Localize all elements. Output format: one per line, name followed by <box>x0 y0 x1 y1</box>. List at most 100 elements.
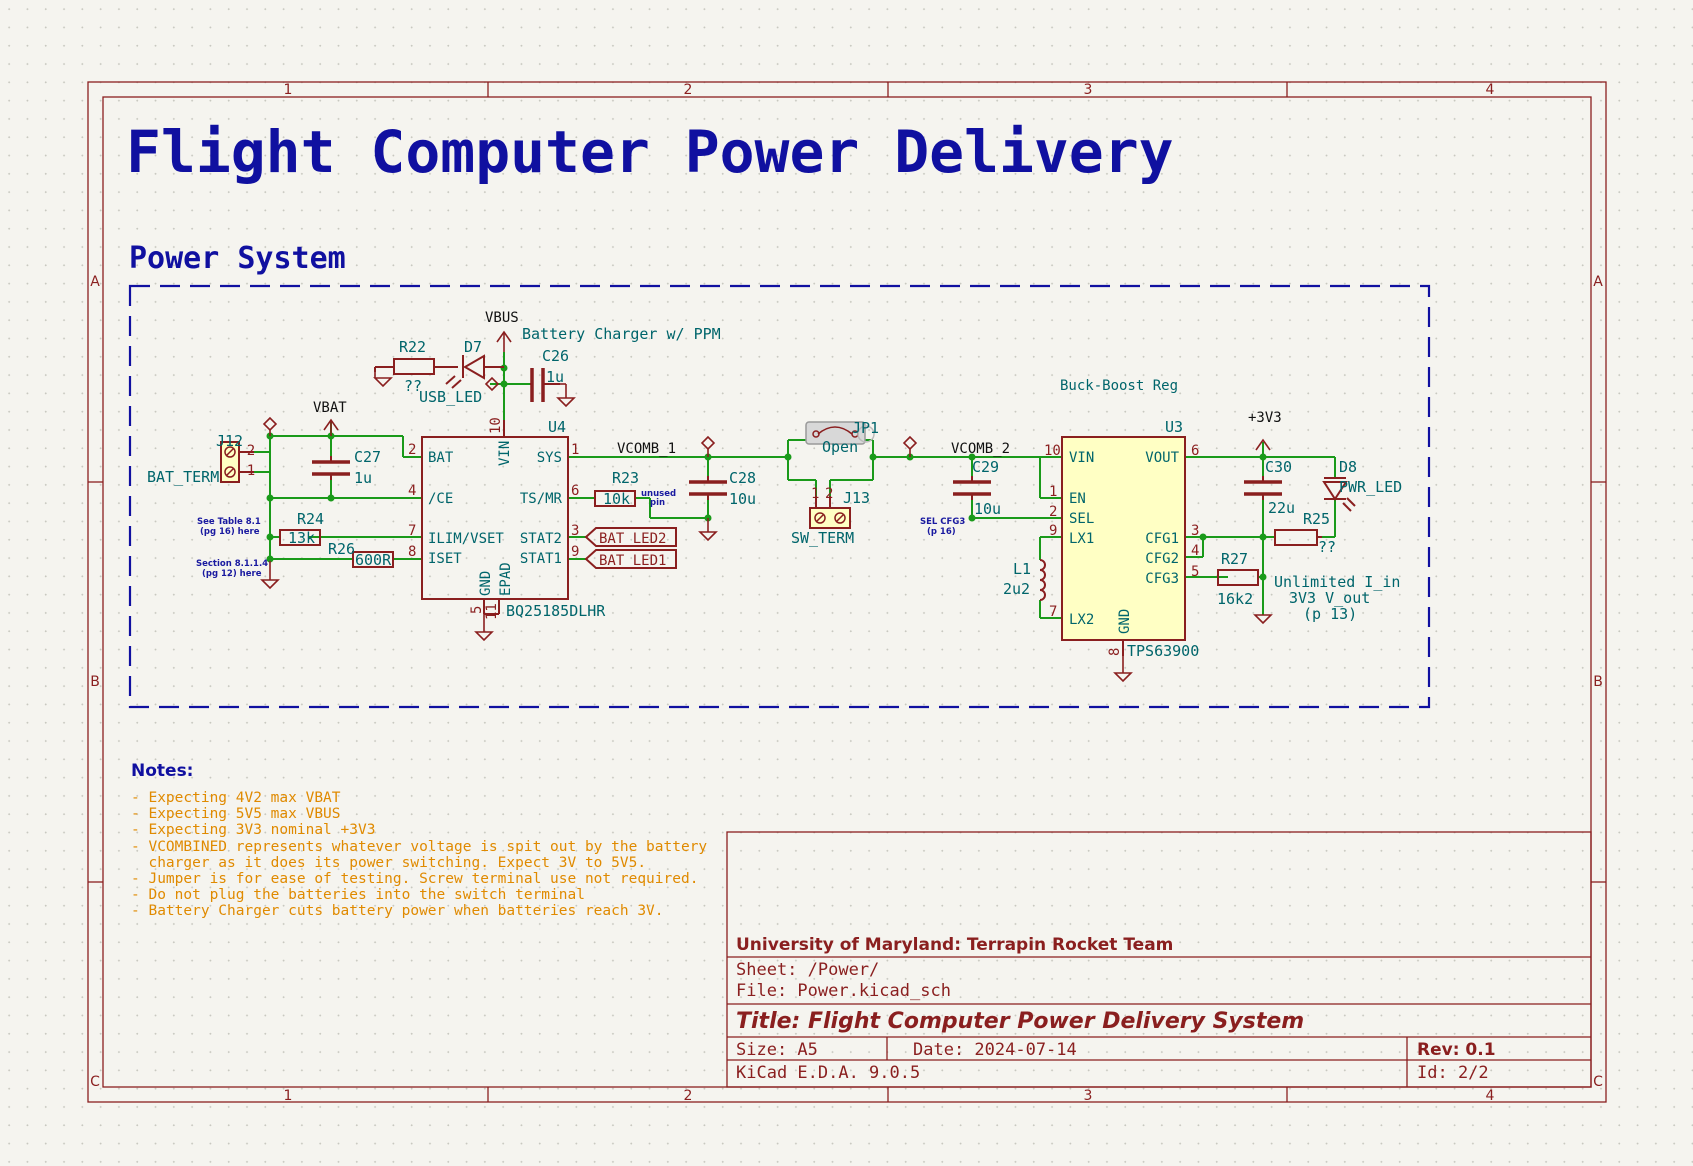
u3-pin-num-en: 1 <box>1049 484 1057 500</box>
r23-resistor <box>594 490 636 507</box>
u4-pin-iset: ISET <box>428 551 462 567</box>
u4-chip <box>421 420 569 615</box>
section-note-2: (pg 12) here <box>202 569 262 579</box>
unlimited-note-1: Unlimited I_in <box>1274 573 1400 591</box>
l1-ref: L1 <box>1013 560 1031 578</box>
u4-pin-num-ce: 4 <box>408 483 416 499</box>
vcomb2-net-label: VCOMB_2 <box>951 441 1010 457</box>
unlimited-note-2: 3V3 V_out <box>1289 589 1370 607</box>
vcomb1-net-label: VCOMB_1 <box>617 441 676 457</box>
r25-resistor <box>1274 529 1322 546</box>
j12-connector: 2 1 <box>220 441 255 483</box>
u4-pin-stat2: STAT2 <box>520 531 562 547</box>
r26-resistor <box>352 551 394 568</box>
u3-pin-num-lx2: 7 <box>1049 604 1057 620</box>
u4-pin-num-stat2: 3 <box>571 523 579 539</box>
u3-pin-sel: SEL <box>1069 511 1094 527</box>
u4-pin-bat: BAT <box>428 450 454 466</box>
c30-capacitor <box>1244 476 1282 500</box>
title-block-sheet: Sheet: /Power/ <box>736 960 879 980</box>
charger-label: Battery Charger w/ PPM <box>522 325 721 343</box>
c29-capacitor <box>953 476 991 500</box>
u4-ref: U4 <box>548 418 566 436</box>
r26-ref: R26 <box>328 540 355 558</box>
note-line-5: charger as it does its power switching. … <box>131 855 646 871</box>
title-block-rev: Rev: 0.1 <box>1417 1040 1496 1060</box>
grid-row-c-left: C <box>90 1074 100 1090</box>
c26-value: 1u <box>546 368 564 386</box>
u3-pin-num-cfg1: 3 <box>1191 523 1199 539</box>
c30-ref: C30 <box>1265 458 1292 476</box>
u4-pin-ce: /CE <box>428 491 453 507</box>
u3-pin-vout: VOUT <box>1145 450 1179 466</box>
u4-pin-num-stat1: 9 <box>571 544 579 560</box>
r27-ref: R27 <box>1221 550 1248 568</box>
r22-ref: R22 <box>399 338 426 356</box>
u3-pin-num-lx1: 9 <box>1049 523 1057 539</box>
note-line-7: - Do not plug the batteries into the swi… <box>131 887 585 903</box>
u4-pin-vin: VIN <box>497 441 513 466</box>
c26-ref: C26 <box>542 347 569 365</box>
u3-pin-num-vin: 10 <box>1044 443 1061 459</box>
bat-led-labels <box>584 527 677 569</box>
l1-inductor <box>1039 559 1046 601</box>
u3-pin-lx2: LX2 <box>1069 612 1094 628</box>
u4-pin-sys: SYS <box>537 450 562 466</box>
title-block-size: Size: A5 <box>736 1040 818 1060</box>
j13-pin-2: 2 <box>825 486 833 502</box>
u4-pin-num-gnd: 5 <box>469 606 485 614</box>
jp1-value: Open <box>822 438 858 456</box>
grid-col-2-bottom: 2 <box>684 1088 693 1104</box>
u3-pin-num-gnd: 8 <box>1107 648 1123 656</box>
grid-row-c-right: C <box>1593 1074 1603 1090</box>
d7-value: USB_LED <box>419 388 482 406</box>
page-title: Flight Computer Power Delivery <box>126 118 1174 186</box>
c28-ref: C28 <box>729 469 756 487</box>
u3-value: TPS63900 <box>1127 642 1199 660</box>
c29-ref: C29 <box>972 458 999 476</box>
see-table-note-2: (pg 16) here <box>200 527 260 537</box>
c27-capacitor <box>312 456 350 480</box>
u3-pin-cfg1: CFG1 <box>1145 531 1179 547</box>
grid-col-2-top: 2 <box>684 82 693 98</box>
j13-ref: J13 <box>843 489 870 507</box>
c27-ref: C27 <box>354 448 381 466</box>
u4-pin-num-ilim: 7 <box>408 523 416 539</box>
u3-pin-cfg2: CFG2 <box>1145 551 1179 567</box>
grid-row-b-right: B <box>1593 674 1603 690</box>
title-block <box>726 831 1592 1088</box>
r24-value: 13k <box>288 529 315 547</box>
u3-ref: U3 <box>1165 418 1183 436</box>
note-line-4: - VCOMBINED represents whatever voltage … <box>131 839 707 855</box>
r23-value: 10k <box>603 490 630 508</box>
u3-pin-vin: VIN <box>1069 450 1094 466</box>
sel-cfg-note-2: (p 16) <box>927 527 956 537</box>
vbat-net-label: VBAT <box>313 400 347 416</box>
jp1-jumper <box>805 421 875 445</box>
r25-ref: R25 <box>1303 510 1330 528</box>
j12-value: BAT_TERM <box>147 468 219 486</box>
see-table-note-1: See Table 8.1 <box>197 517 261 527</box>
power-symbols <box>260 330 1273 683</box>
note-line-8: - Battery Charger cuts battery power whe… <box>131 903 664 919</box>
u3-pin-num-vout: 6 <box>1191 443 1199 459</box>
d8-led <box>1322 477 1356 512</box>
vbus-net-label: VBUS <box>485 310 519 326</box>
u4-pin-ilim: ILIM/VSET <box>428 531 504 547</box>
l1-value: 2u2 <box>1003 580 1030 598</box>
u3-pin-lx1: LX1 <box>1069 531 1094 547</box>
u4-pin-num-tsmr: 6 <box>571 483 579 499</box>
c28-value: 10u <box>729 490 756 508</box>
grid-col-1-bottom: 1 <box>284 1088 293 1104</box>
c27-value: 1u <box>354 469 372 487</box>
j13-pin-1: 1 <box>811 486 819 502</box>
jp1-ref: JP1 <box>852 419 879 437</box>
r22-value: ?? <box>404 377 422 395</box>
note-line-6: - Jumper is for ease of testing. Screw t… <box>131 871 698 887</box>
title-block-id: Id: 2/2 <box>1417 1063 1489 1083</box>
u3-pin-num-sel: 2 <box>1049 504 1057 520</box>
u4-pin-num-vin: 10 <box>488 417 504 434</box>
grid-row-b-left: B <box>90 674 100 690</box>
u4-pin-num-epad: 11 <box>484 603 500 620</box>
j12-pin-2: 2 <box>247 443 255 459</box>
